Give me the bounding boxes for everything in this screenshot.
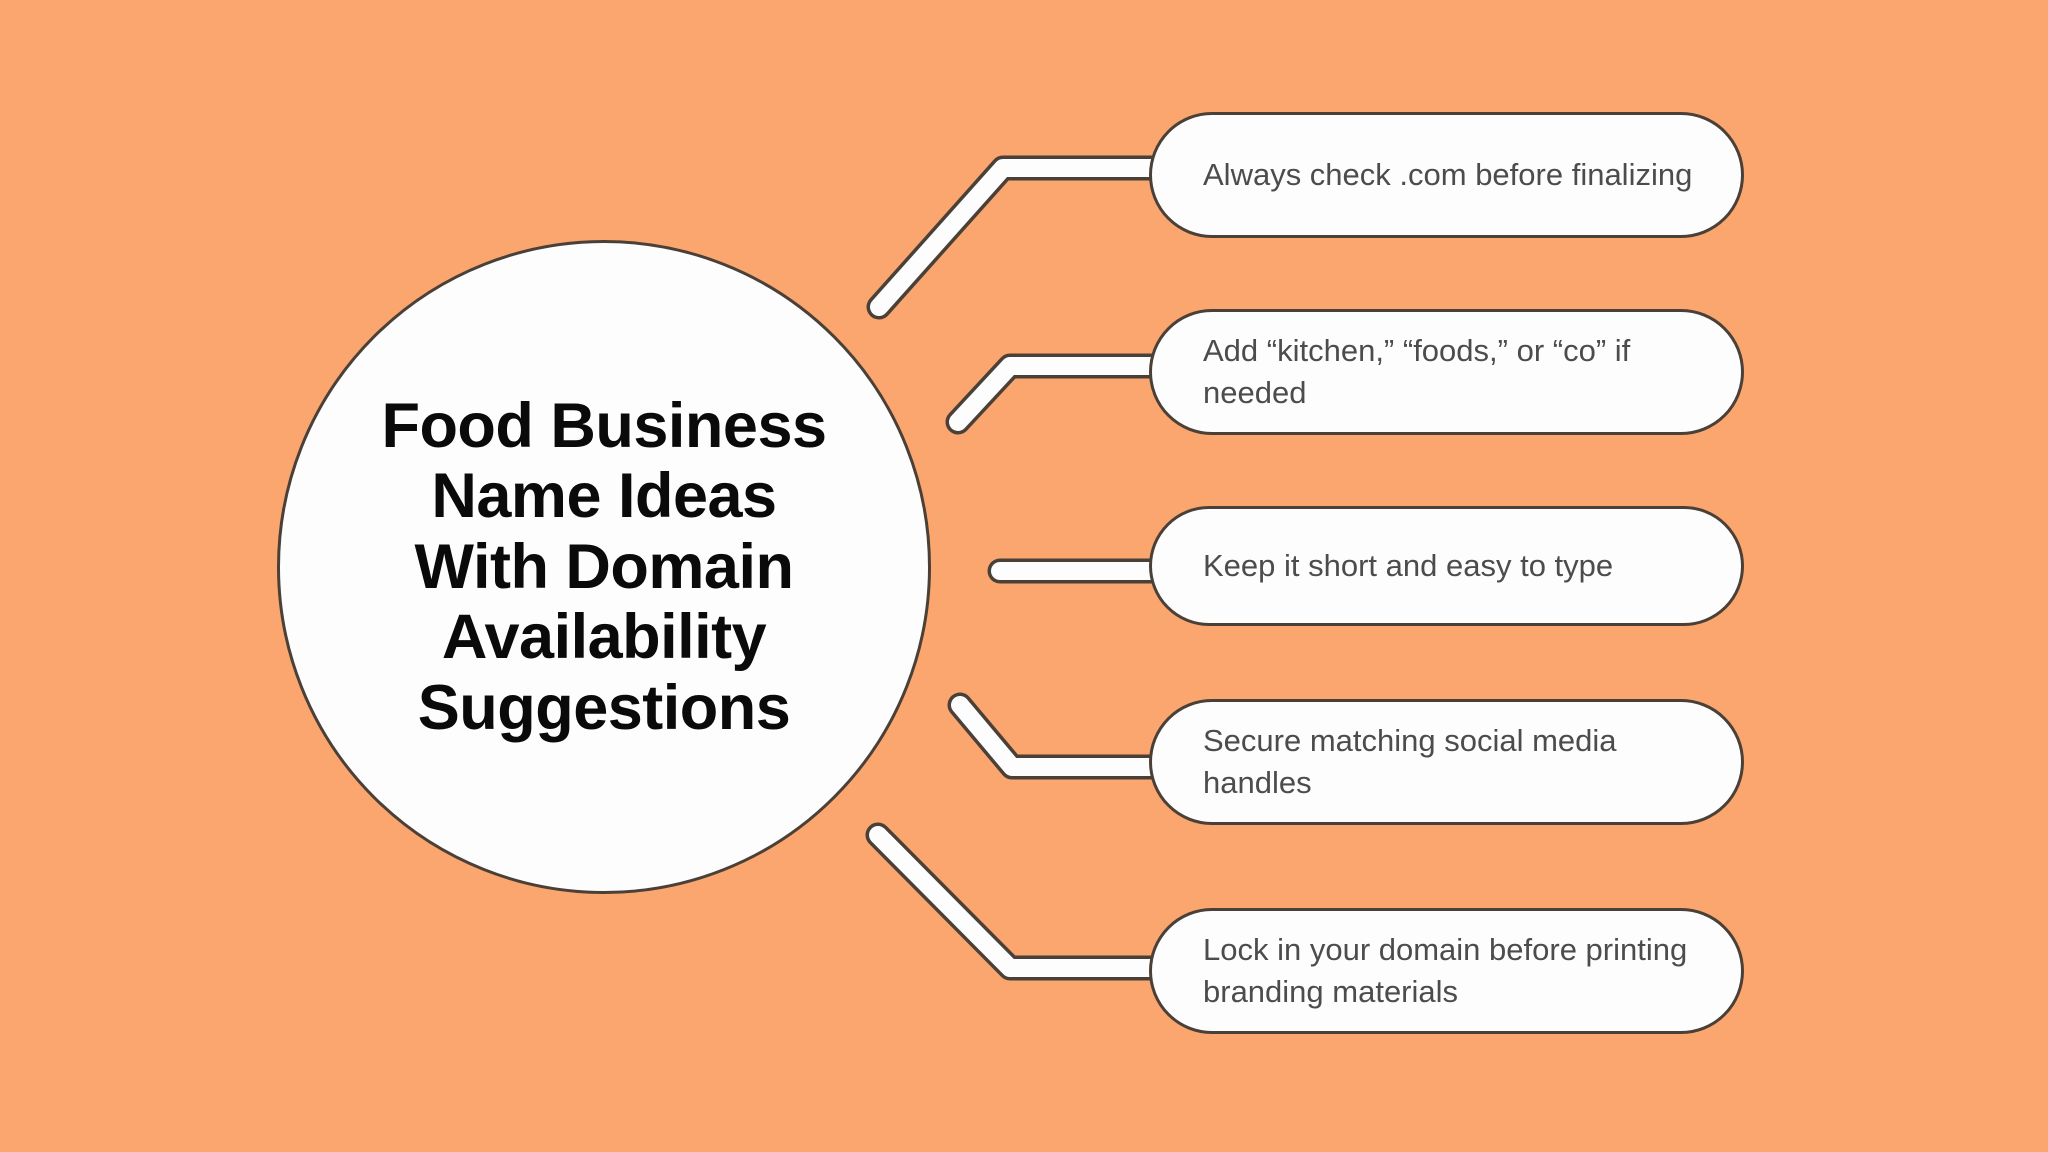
connector-branch-1-fill	[870, 159, 1174, 316]
connector-branch-2-fill	[949, 357, 1174, 431]
branch-node-2[interactable]: Add “kitchen,” “foods,” or “co” if neede…	[1149, 309, 1744, 435]
connector-branch-4-fill	[951, 696, 1174, 776]
central-topic-node[interactable]: Food Business Name Ideas With Domain Ava…	[277, 240, 931, 894]
branch-node-5[interactable]: Lock in your domain before printing bran…	[1149, 908, 1744, 1034]
branch-node-4-label: Secure matching social media handles	[1203, 723, 1617, 800]
central-topic-title: Food Business Name Ideas With Domain Ava…	[381, 390, 827, 743]
branch-node-1-label: Always check .com before finalizing	[1203, 157, 1693, 193]
branch-node-2-label: Add “kitchen,” “foods,” or “co” if neede…	[1203, 333, 1631, 410]
connector-branch-5-fill	[869, 826, 1174, 977]
branch-node-4[interactable]: Secure matching social media handles	[1149, 699, 1744, 825]
connector-branch-5	[865, 822, 1178, 981]
connector-branch-2	[945, 353, 1178, 435]
branch-node-1[interactable]: Always check .com before finalizing	[1149, 112, 1744, 238]
connector-branch-1	[866, 155, 1178, 320]
branch-node-3-label: Keep it short and easy to type	[1203, 548, 1614, 584]
branch-node-5-label: Lock in your domain before printing bran…	[1203, 932, 1688, 1009]
branch-node-3[interactable]: Keep it short and easy to type	[1149, 506, 1744, 626]
connector-branch-4	[947, 692, 1178, 780]
